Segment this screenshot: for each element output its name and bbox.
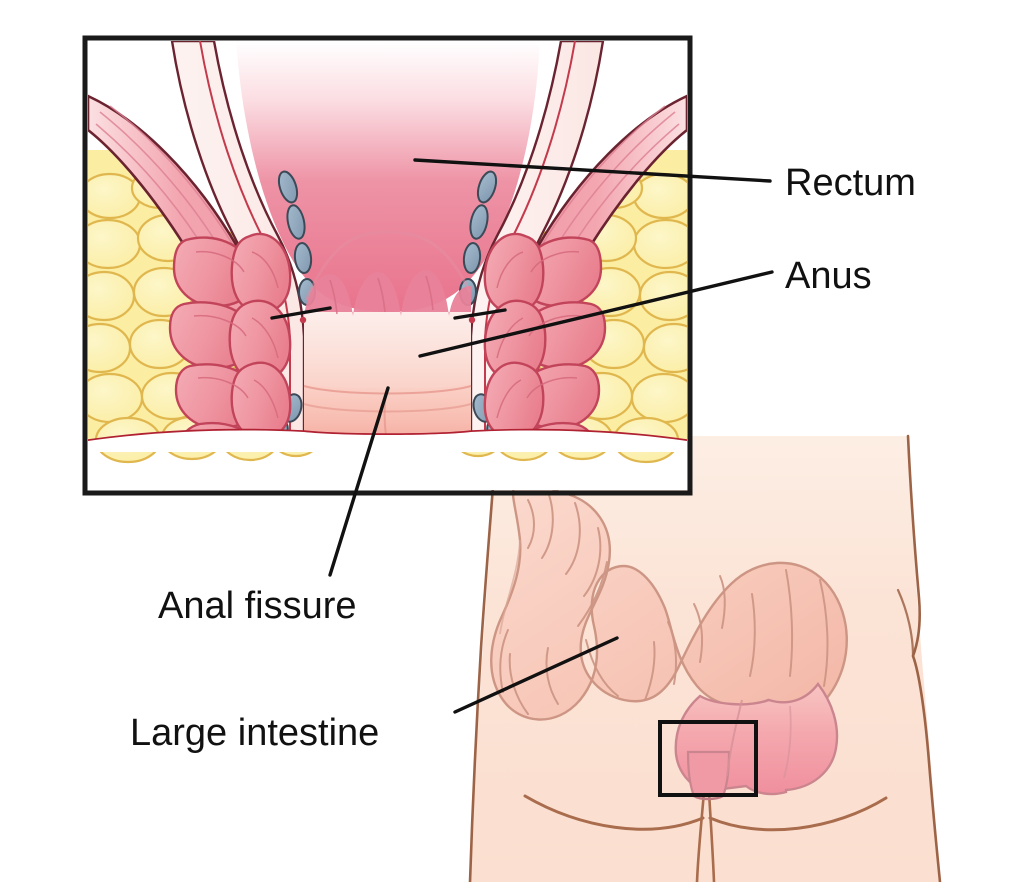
label-anal-fissure: Anal fissure: [158, 585, 357, 627]
label-large-intestine: Large intestine: [130, 712, 379, 754]
magnifier-box: [658, 720, 758, 797]
label-rectum: Rectum: [785, 162, 916, 204]
rectum-midline-fold: [726, 699, 743, 777]
buttock-crease-left: [523, 794, 705, 831]
inset-cross-section: [82, 35, 693, 496]
anal-gland-right: [468, 316, 476, 324]
gluteal-cleft-right: [707, 790, 716, 882]
label-group: Rectum Anus Anal fissure Large intestine: [130, 162, 916, 754]
anus-leader-main: [418, 270, 774, 358]
dentate-line-ridges: [304, 270, 471, 316]
anal-canal-body: [686, 750, 731, 798]
label-anus: Anus: [785, 255, 872, 297]
sphincter-muscle-left: [168, 232, 292, 450]
gluteal-cleft-left: [695, 790, 706, 882]
anal-gland-left: [299, 316, 307, 324]
torso-left-contour: [468, 434, 499, 882]
anoderm-fold-lower: [303, 403, 472, 413]
rectum-fold-right: [783, 705, 792, 779]
dentate-line-shading: [329, 275, 434, 315]
colon-inner-shading: [499, 539, 521, 635]
anal-fissure-leader: [328, 386, 390, 577]
buttock-crease-right: [708, 796, 888, 832]
body-figure: [468, 434, 942, 882]
sphincter-detail-lines-right: [496, 250, 582, 419]
skin-highlight-band: [88, 430, 687, 452]
anus-leader-left: [270, 306, 332, 320]
sphincter-detail-lines-left: [193, 250, 279, 419]
rectal-lumen: [236, 41, 540, 312]
anus-leader-right: [453, 308, 507, 320]
inset-frame: [82, 35, 693, 496]
anoderm-verge: [304, 384, 471, 448]
hip-crease-right: [896, 588, 915, 658]
large-intestine-leader: [453, 636, 619, 714]
columns-of-morgagni-shading: [304, 230, 472, 301]
rectum-leader: [413, 158, 772, 183]
leader-lines: [270, 158, 774, 714]
colon-haustra-folds: [499, 491, 829, 715]
